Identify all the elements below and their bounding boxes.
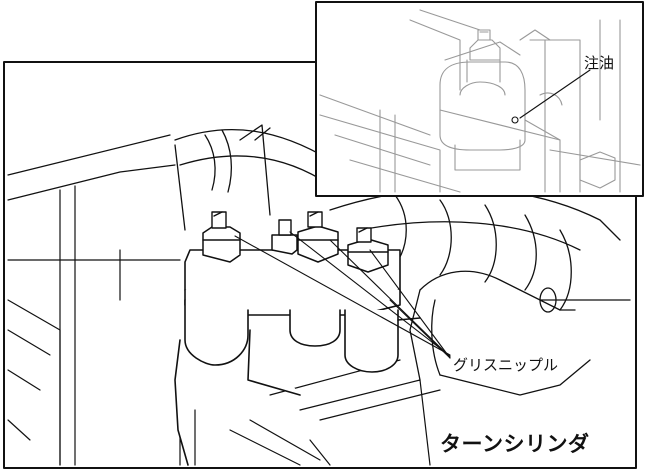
turn-cylinder-title: ターンシリンダ: [440, 432, 590, 456]
inset-drawing: [319, 9, 641, 193]
hose: [174, 124, 331, 231]
turn-cylinder: [329, 187, 631, 396]
grease-leaders: [234, 231, 451, 359]
oiling-label: 注油: [584, 54, 615, 72]
nuts: [202, 225, 389, 273]
bracket-plate: [174, 249, 421, 466]
oil-leader: [511, 69, 591, 124]
grease-nipple-label: グリスニップル: [453, 356, 559, 374]
inset-frame: [315, 1, 644, 197]
grease-nipples: [211, 211, 372, 243]
